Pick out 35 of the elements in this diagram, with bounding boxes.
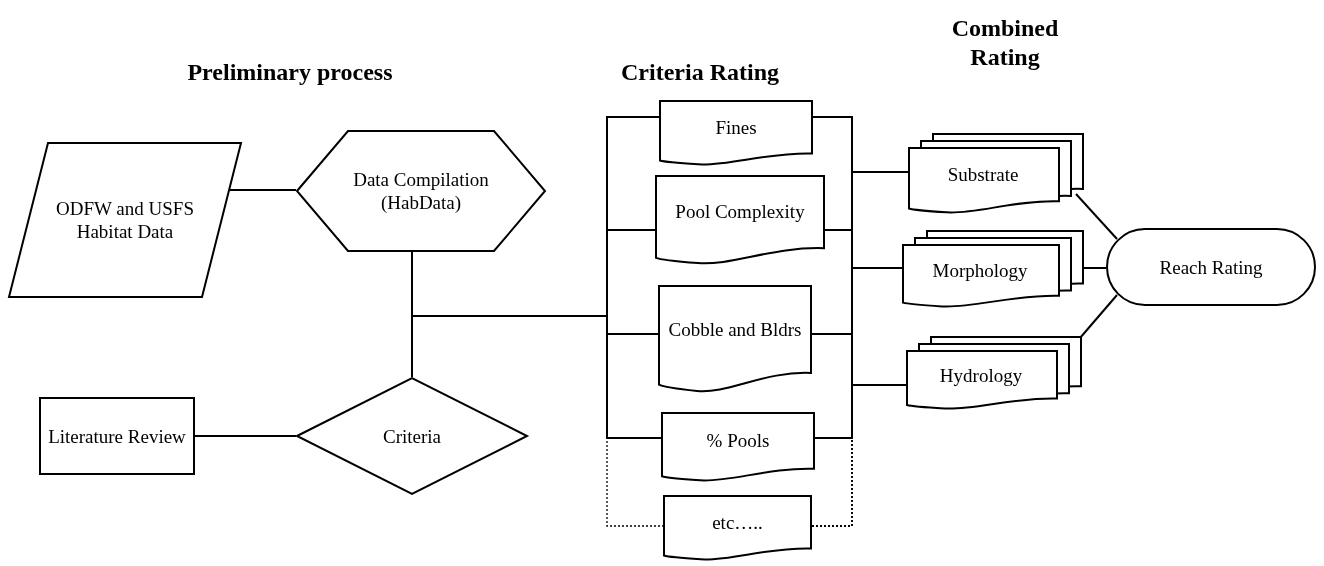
document-shape (655, 175, 825, 267)
document-shape (659, 100, 813, 168)
node-label: Substrate (947, 163, 1019, 187)
document-shape (658, 285, 812, 395)
connector-line (1075, 193, 1118, 240)
connector-line (1079, 294, 1118, 339)
node-label: etc….. (712, 510, 763, 534)
dotted-connector (811, 384, 907, 527)
node-label: Reach Rating (1159, 255, 1263, 279)
node-label: ODFW and USFS Habitat Data (56, 197, 194, 243)
node-label: Literature Review (48, 424, 186, 448)
connector-line (229, 189, 297, 191)
node-label: Hydrology (939, 363, 1023, 387)
node-label: Fines (715, 115, 757, 139)
data-parallelogram (8, 142, 242, 298)
node-label: Data Compilation (HabData) (352, 168, 490, 214)
column-heading: Criteria Rating (620, 58, 780, 87)
process-box (39, 397, 195, 475)
multi-document-shape (902, 230, 1082, 308)
connector-line (194, 435, 297, 437)
document-shape (663, 495, 812, 563)
node-label: % Pools (706, 429, 770, 453)
multi-document-shape (908, 133, 1082, 214)
node-label: Criteria (383, 424, 441, 448)
multi-document-shape (906, 336, 1080, 410)
node-label: Morphology (932, 259, 1028, 283)
connector-line (814, 384, 907, 439)
column-heading: Preliminary process (186, 58, 394, 87)
column-heading: Combined Rating (950, 14, 1060, 72)
document-shape (661, 412, 815, 484)
node-label: Pool Complexity (675, 200, 805, 224)
decision-diamond (296, 377, 528, 495)
preparation-hexagon (296, 130, 546, 252)
terminator-shape (1106, 228, 1316, 306)
node-label: Cobble and Bldrs (668, 317, 802, 341)
